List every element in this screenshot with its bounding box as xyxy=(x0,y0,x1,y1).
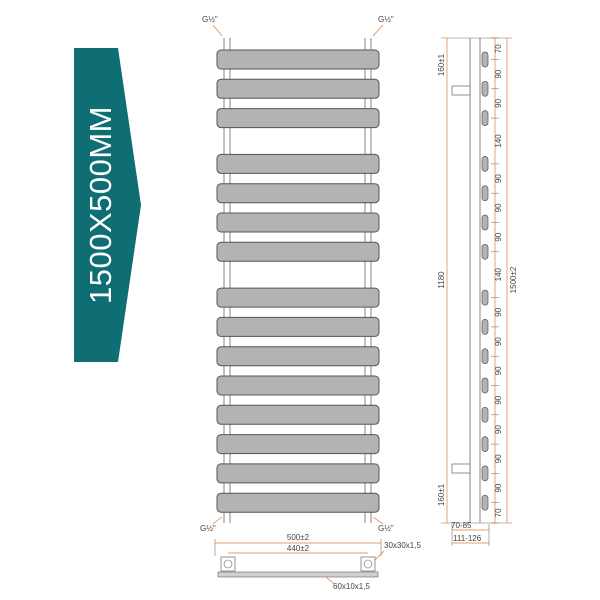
outer-width-label: 500±2 xyxy=(287,533,310,542)
rail-profile-label: 30x30x1,5 xyxy=(384,541,421,550)
towel-bar xyxy=(216,108,380,129)
side-bar-profile xyxy=(481,319,489,335)
side-bar-profile xyxy=(481,406,489,423)
connection-leader-bottom-left xyxy=(212,516,223,525)
spacing-label: 90 xyxy=(494,98,503,107)
bottom-offset-label: 160±1 xyxy=(437,483,446,506)
side-bar-profile xyxy=(481,51,489,68)
connection-leader-bottom-right xyxy=(372,516,384,525)
spacing-label: 90 xyxy=(494,483,503,492)
size-banner: 1500X500MM xyxy=(74,48,141,362)
towel-bar xyxy=(216,346,380,367)
towel-bar xyxy=(216,49,380,70)
towel-bars xyxy=(216,49,380,513)
side-bar-profile xyxy=(481,436,489,452)
towel-bar xyxy=(216,183,380,204)
spacing-label: 90 xyxy=(494,454,503,463)
side-bar-profile xyxy=(481,243,489,260)
towel-bar xyxy=(216,463,380,484)
spacing-label: 140 xyxy=(494,267,503,281)
towel-bar xyxy=(216,434,380,455)
side-bar-profiles xyxy=(481,51,489,511)
spacing-label: 90 xyxy=(494,307,503,316)
bottom-view: 500±2 440±2 30x30x1,5 60x10x1,5 xyxy=(214,533,421,591)
top-offset-label: 160±1 xyxy=(437,53,446,76)
rail-profile-leader xyxy=(374,550,385,561)
towel-bar xyxy=(216,492,380,513)
side-bar-profile xyxy=(481,289,489,306)
bottom-bar-profile xyxy=(217,571,379,578)
spacing-label: 70 xyxy=(494,508,503,517)
spacing-dimensions: 70 90 90 140 90 90 90 140 90 90 90 90 90 90 90 70 xyxy=(491,37,503,524)
side-bar-profile xyxy=(481,465,489,482)
spacing-label: 90 xyxy=(494,366,503,375)
towel-bar xyxy=(216,212,380,233)
top-bracket xyxy=(451,85,471,96)
banner-arrow-shape xyxy=(74,48,141,362)
connection-label-top-left: G½" xyxy=(202,15,218,24)
connection-label-top-right: G½" xyxy=(378,15,394,24)
side-bar-profile xyxy=(481,80,489,97)
towel-bar xyxy=(216,241,380,262)
side-bar-profile xyxy=(481,348,489,365)
towel-bar xyxy=(216,78,380,99)
side-bar-profile xyxy=(481,494,489,511)
inner-width-label: 440±2 xyxy=(287,544,310,553)
spacing-label: 90 xyxy=(494,425,503,434)
side-bar-profile xyxy=(481,185,489,202)
center-distance-label: 1180 xyxy=(437,271,446,289)
side-bar-profile xyxy=(481,110,489,126)
depth-a-label: 70-85 xyxy=(451,521,472,530)
side-bar-profile xyxy=(481,156,489,172)
side-view: 160±1 1180 160±1 70 90 90 140 90 90 90 140 90 90 9… xyxy=(437,37,518,546)
spacing-label: 90 xyxy=(494,174,503,183)
bar-profile-label: 60x10x1,5 xyxy=(333,582,370,591)
depth-b-label: 111-126 xyxy=(453,534,482,543)
spacing-label: 90 xyxy=(494,395,503,404)
spacing-label: 90 xyxy=(494,337,503,346)
spacing-label: 90 xyxy=(494,232,503,241)
connection-leader-top-left xyxy=(212,24,223,37)
banner-label: 1500X500MM xyxy=(83,106,118,304)
total-height-label: 1500±2 xyxy=(509,266,518,293)
side-bar-profile xyxy=(481,214,489,231)
side-bar-profile xyxy=(481,377,489,394)
front-view: G½" G½" G½" G½" xyxy=(200,15,394,533)
connection-leader-top-right xyxy=(372,24,384,37)
towel-bar xyxy=(216,404,380,425)
towel-bar xyxy=(216,316,380,337)
right-rail-section xyxy=(360,556,376,572)
towel-bar xyxy=(216,153,380,174)
towel-bar xyxy=(216,375,380,396)
spacing-label: 90 xyxy=(494,69,503,78)
connection-label-bottom-right: G½" xyxy=(378,524,394,533)
spacing-label: 70 xyxy=(494,44,503,53)
bar-profile-leader xyxy=(325,576,335,585)
left-rail-section xyxy=(220,556,236,572)
spacing-label: 90 xyxy=(494,203,503,212)
spacing-label: 140 xyxy=(494,134,503,148)
connection-label-bottom-left: G½" xyxy=(200,524,216,533)
bottom-bracket xyxy=(451,463,471,474)
towel-bar xyxy=(216,287,380,308)
